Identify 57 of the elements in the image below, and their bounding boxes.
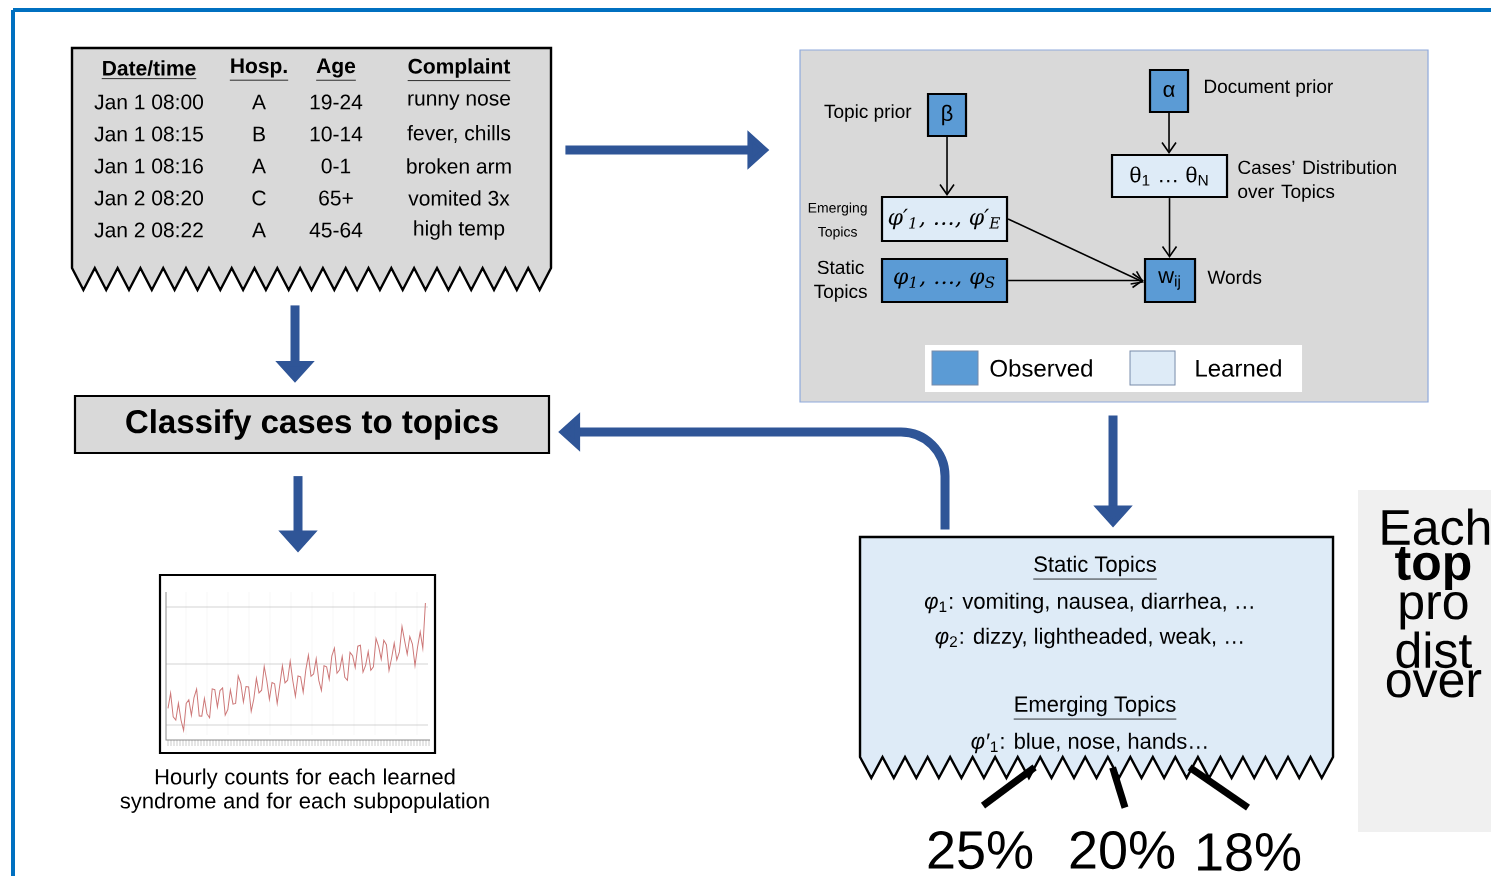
variable-box: φ′$_{1}$, …, φ′$_{E}$ [880,195,1009,243]
percentage-label: 25% [928,830,1033,870]
process-box: Classify cases to topics [73,394,551,455]
table-cell: 45-64 [309,222,363,238]
table-cell: 10-14 [310,126,363,142]
column-header: Age [315,58,357,81]
topic-line: φ′$_{1}$: blue, nose, hands… [971,732,1207,754]
column-header: Hosp. [229,58,289,81]
table-cell: Jan 2 08:20 [94,190,204,206]
table-cell: fever, chills [407,125,511,143]
percentage-label: 18% [1198,832,1301,872]
arrow [1007,218,1144,285]
variable-label: Cases’ Distribution over Topics [1238,160,1396,202]
variable-box: θ$_{1}$ … θ$_{N}$ [1110,153,1229,199]
table-cell: B [253,126,265,142]
table-cell: Jan 1 08:15 [94,126,203,142]
table-cell: broken arm [407,158,511,174]
table-cell: high temp [414,220,505,240]
legend-label: Observed [990,359,1092,377]
table-cell: runny nose [408,94,510,110]
topic-line: φ$_{2}$: dizzy, lightheaded, weak, … [935,627,1243,649]
arrow [1161,112,1177,154]
table-cell: 19-24 [310,94,363,110]
line-chart-drawing [158,573,437,755]
arrow [939,136,955,196]
table-cell: A [252,222,266,238]
variable-label: Static Topics [814,260,867,302]
table-cell: Jan 2 08:22 [94,222,203,238]
variable-box: φ$_{1}$, …, φ$_{S}$ [880,257,1009,304]
table-cell: A [252,158,266,174]
variable-label: Emerging Topics [808,202,867,240]
text-panel: Each top pro dist over [1358,490,1491,832]
column-header: Date/time [101,60,197,79]
table-cell: Jan 1 08:16 [94,158,203,174]
column-header: Complaint [407,58,511,81]
percentage-label: 20% [1070,830,1175,870]
leader-line [1187,764,1250,811]
table-cell: A [252,94,266,110]
topic-line: φ$_{1}$: vomiting, nausea, diarrhea, … [924,592,1253,614]
variable-box: α [1148,68,1190,114]
arrow [1161,197,1178,258]
leader-line [980,764,1037,809]
variable-box: w$_{ij}$ [1143,257,1197,304]
arrow [1007,272,1144,289]
variable-label: Words [1207,270,1262,284]
table-cell: vomited 3x [408,190,510,206]
legend-label: Learned [1196,359,1281,377]
variable-label: Hourly counts for each learned syndrome and for each subpopulation [120,768,489,813]
variable-box: β [926,92,968,138]
section-heading: Static Topics [1032,555,1158,580]
table-cell: Jan 1 08:00 [94,94,204,110]
variable-label: Topic prior [824,104,912,122]
variable-label: Document prior [1205,79,1333,97]
section-heading: Emerging Topics [1013,695,1177,720]
table-cell: 65+ [319,190,353,206]
table-cell: C [252,190,266,206]
table-cell: 0-1 [321,158,351,174]
